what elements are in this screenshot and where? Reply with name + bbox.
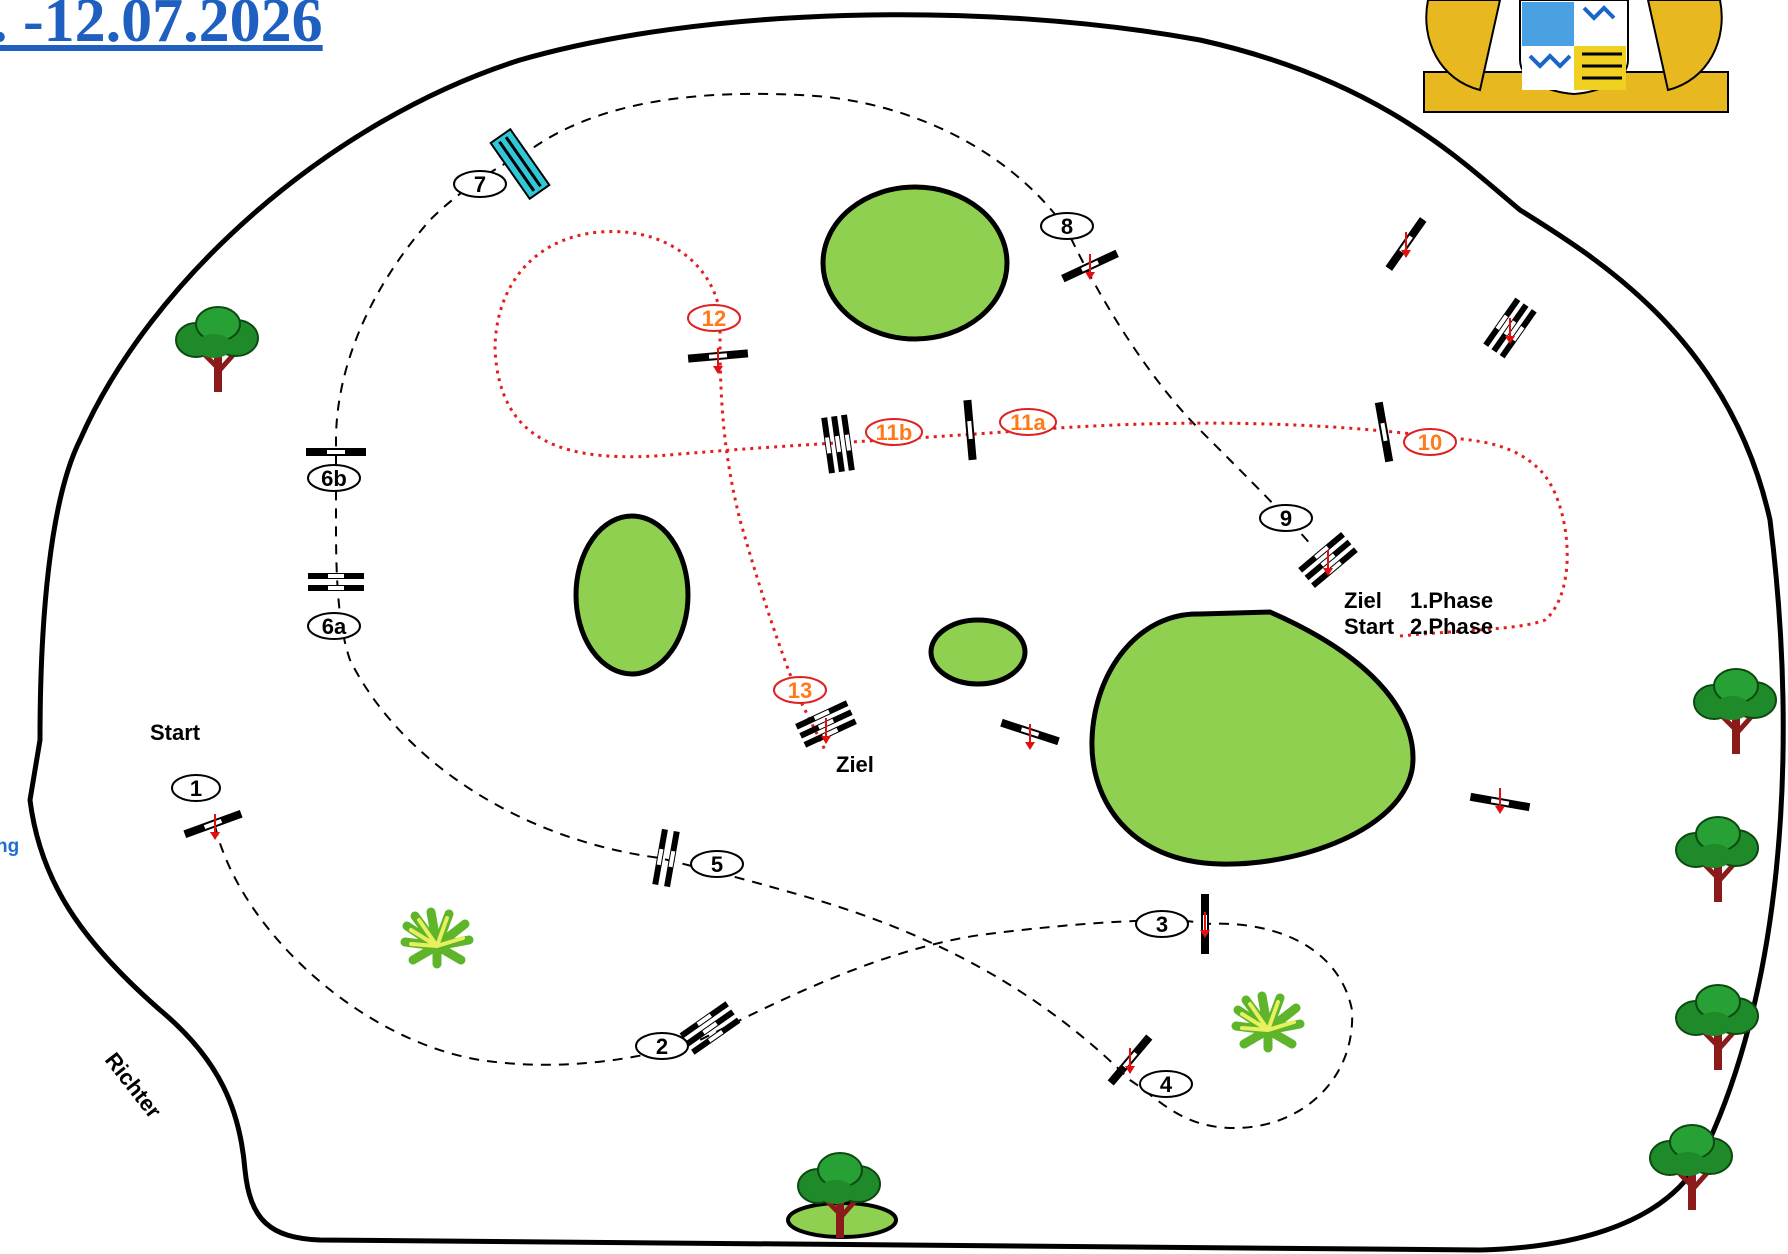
finish-label: Ziel [836, 752, 874, 777]
route-first-phase [214, 92, 1354, 1130]
side-note: ng [0, 836, 20, 857]
obstacle-number-labels-second-phase [687, 304, 1457, 704]
green-area [1089, 609, 1416, 867]
obstacle-label-8: 8 [1061, 214, 1073, 239]
obstacle-label-11a: 11a [1010, 410, 1046, 435]
obstacle-number-labels [171, 170, 1313, 1098]
obstacle-label-9: 9 [1280, 506, 1292, 531]
obstacle-label-12: 12 [702, 306, 726, 331]
obstacle-label-11b: 11b [876, 420, 913, 445]
obstacle-label-3: 3 [1156, 912, 1168, 937]
obstacle-label-10: 10 [1418, 430, 1442, 455]
obstacle-label-13: 13 [788, 678, 812, 703]
obstacle-label-7: 7 [474, 172, 486, 197]
phase1-label: 1.Phase [1410, 588, 1493, 613]
green-area [820, 184, 1010, 342]
obstacle-label-2: 2 [656, 1034, 668, 1059]
start-label: Start [150, 720, 201, 745]
obstacle-label-5: 5 [711, 852, 723, 877]
obstacle-label-6a: 6a [322, 614, 347, 639]
obstacle-label-1: 1 [190, 776, 202, 801]
page-title: . -12.07.2026 [0, 0, 323, 55]
start-phase2-label: Start [1344, 614, 1395, 639]
green-area [928, 617, 1028, 687]
water-jump-icon [489, 127, 551, 201]
obstacle-label-4: 4 [1160, 1072, 1173, 1097]
coat-of-arms [1423, 0, 1729, 113]
obstacle-label-6b: 6b [321, 466, 347, 491]
judge-label: Richter [100, 1048, 167, 1123]
finish-phase1-label: Ziel [1344, 588, 1382, 613]
green-area [573, 513, 691, 677]
phase2-label: 2.Phase [1410, 614, 1493, 639]
route-second-phase [493, 230, 1569, 753]
obstacle-6b [306, 448, 366, 456]
